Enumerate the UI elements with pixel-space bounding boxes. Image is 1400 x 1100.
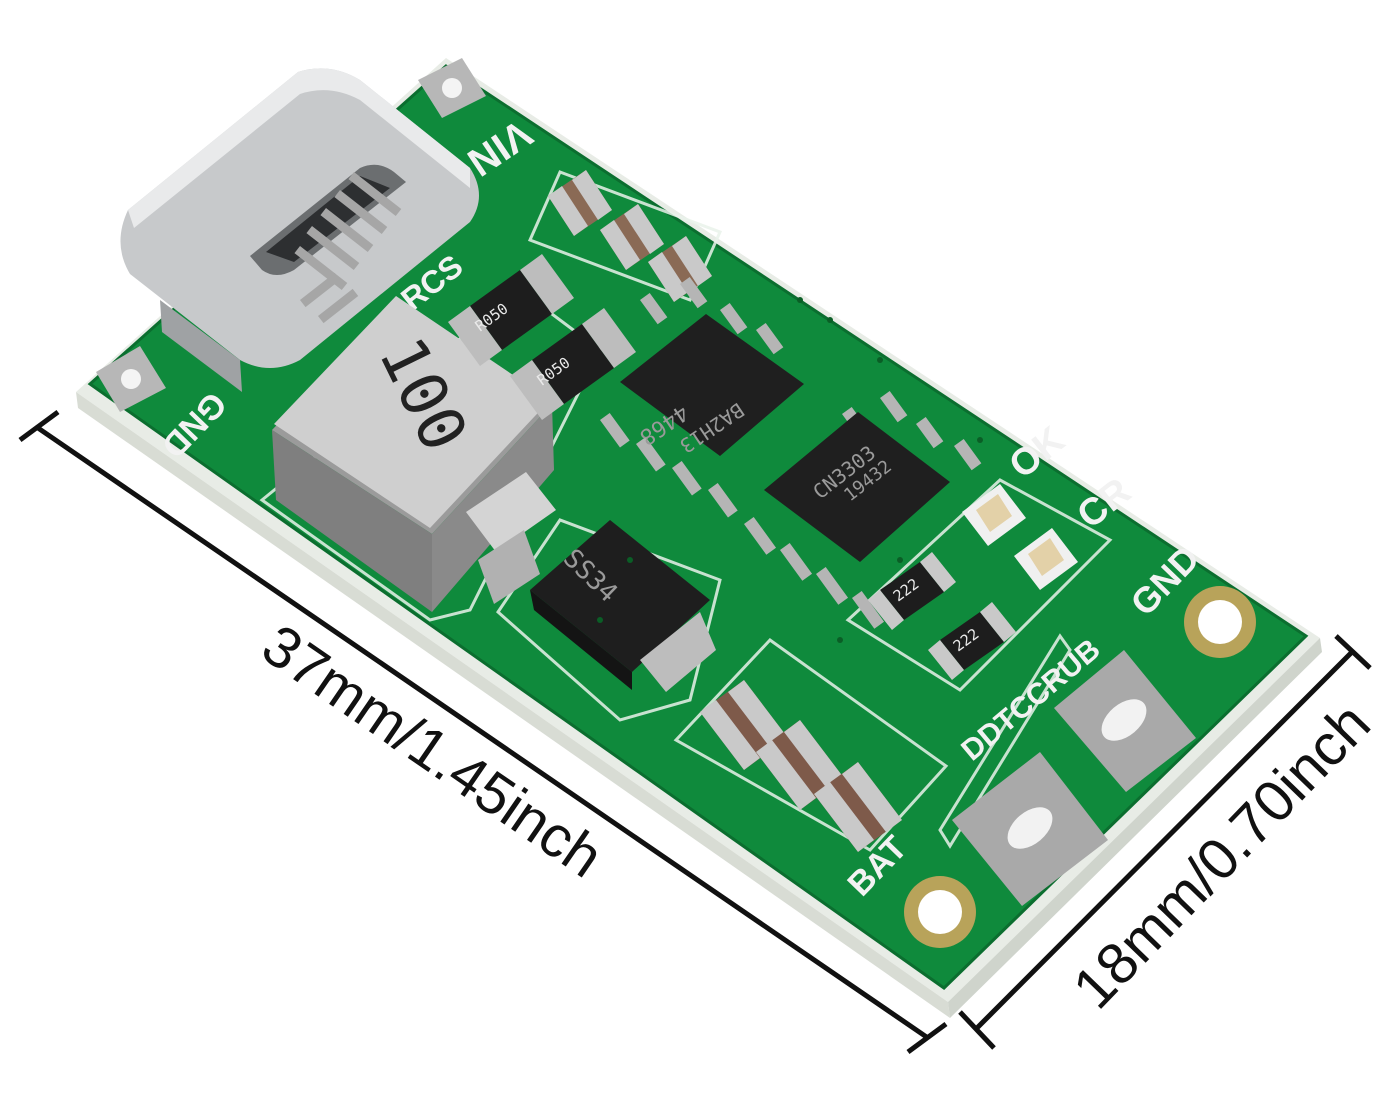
mosfet-chip: [600, 276, 804, 518]
mounting-hole: [1184, 586, 1256, 658]
connector-pins: [294, 172, 402, 324]
ceramic-capacitor: [548, 170, 612, 236]
schottky-diode: [530, 520, 716, 692]
ceramic-capacitor: [600, 204, 664, 270]
gnd-terminal: [1054, 650, 1196, 792]
ceramic-capacitor: [648, 236, 712, 302]
bat-terminal: [952, 752, 1108, 906]
ok-led: [962, 484, 1026, 546]
shunt-resistor: [448, 254, 574, 366]
led-resistor: [868, 552, 956, 630]
vin-pad: [418, 58, 486, 118]
output-capacitor: [756, 720, 844, 810]
width-dimension-line: [958, 634, 1372, 1050]
mounting-hole: [904, 876, 976, 948]
cr-led: [1014, 528, 1078, 590]
length-dimension-line: [18, 409, 948, 1055]
pcb-board: VIN GND RCS OK CR GND DDTCCRUB BAT: [76, 58, 1322, 1018]
gnd-pad-left: [96, 346, 166, 412]
led-resistor: [928, 602, 1016, 680]
charger-ic: [744, 390, 982, 629]
output-capacitor: [814, 762, 902, 852]
vias: [597, 297, 983, 643]
inductor: [272, 296, 556, 612]
shunt-resistor: [510, 308, 636, 420]
